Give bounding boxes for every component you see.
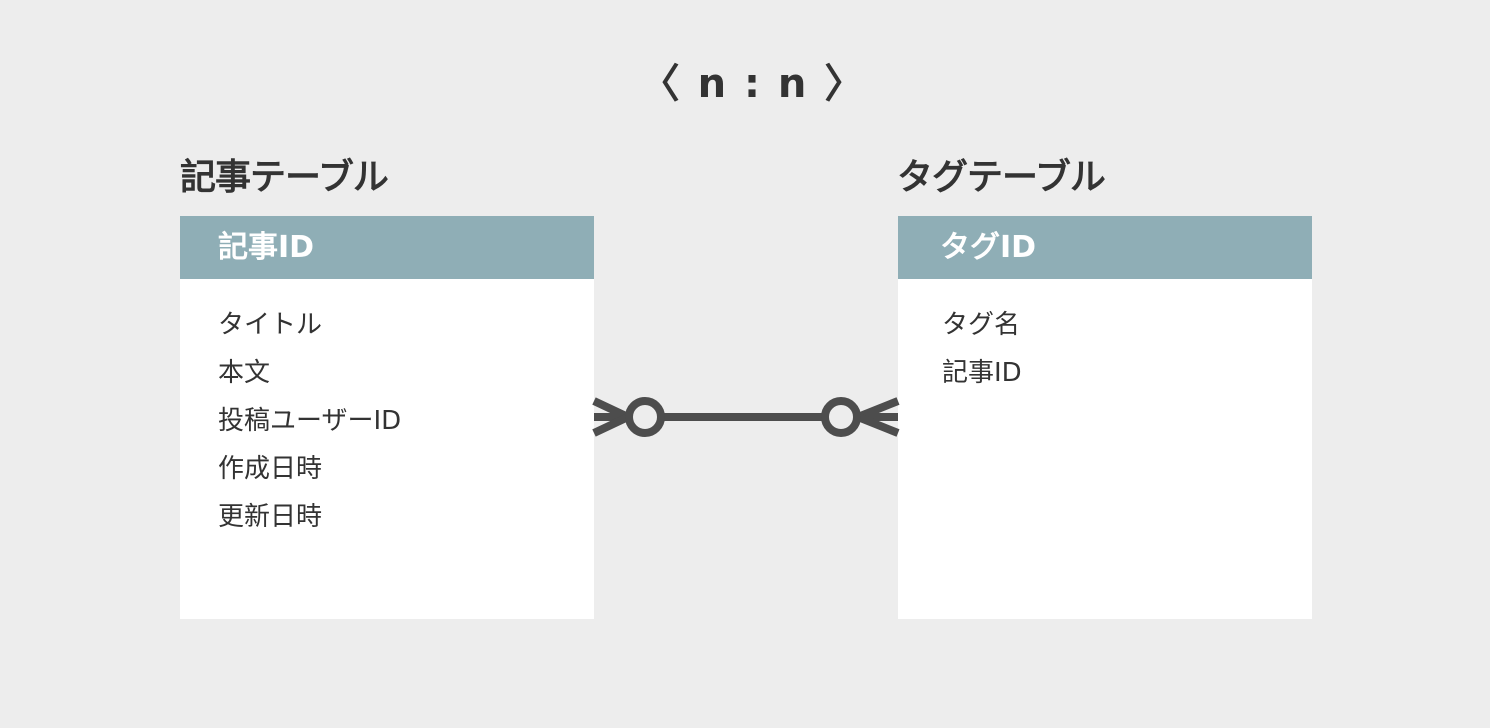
field-article-id: 記事ID [942,358,1022,388]
articles-field-list: タイトル 本文 投稿ユーザーID 作成日時 更新日時 [180,279,594,541]
left-crows-foot-icon [592,397,630,437]
articles-table-primary-key: 記事ID [180,216,594,279]
right-crows-foot-icon [856,397,900,437]
field-tag-name: タグ名 [942,310,1021,340]
field-created-at: 作成日時 [218,454,323,484]
right-zero-optional-icon [821,397,861,437]
tags-table-primary-key: タグID [898,216,1312,279]
left-zero-optional-icon [625,397,665,437]
tags-table: タグID タグ名 記事ID [898,216,1312,619]
field-body: 本文 [218,358,271,388]
tags-table-label: タグテーブル [897,157,1106,198]
tags-field-list: タグ名 記事ID [898,279,1312,397]
articles-table: 記事ID タイトル 本文 投稿ユーザーID 作成日時 更新日時 [180,216,594,619]
relationship-title: 〈 n : n 〉 [639,61,867,107]
field-author-user-id: 投稿ユーザーID [218,406,402,436]
field-updated-at: 更新日時 [218,502,323,532]
field-title: タイトル [218,310,323,340]
articles-table-label: 記事テーブル [180,157,389,198]
